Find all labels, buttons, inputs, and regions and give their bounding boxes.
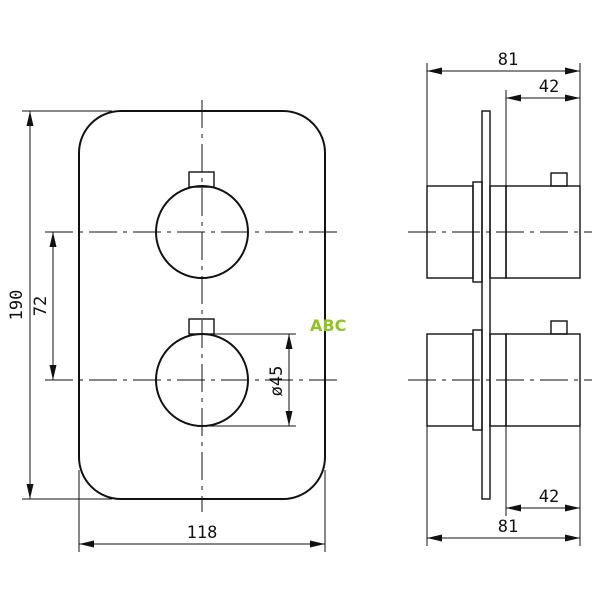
side-partial-dimension-top: 42 [505,77,580,186]
knob-spacing-label: 72 [31,296,51,316]
side-total-label-top: 81 [498,50,518,70]
side-plate [481,110,491,500]
height-dimension-label: 190 [7,290,27,321]
side-view: 81 42 42 81 [408,50,592,546]
knob-diameter-label: ø45 [267,366,287,397]
upper-cartridge [426,172,581,283]
knob-spacing-dimension: 72 [31,232,57,380]
lower-cartridge-indicator [550,320,568,335]
front-view: 190 72 ø45 118 [7,100,338,552]
upper-cartridge-indicator [550,172,568,187]
side-partial-label-top: 42 [539,77,559,97]
watermark-logo: ABC [310,316,346,335]
side-partial-label-bottom: 42 [539,487,559,507]
knob-diameter-dimension: ø45 [202,333,296,427]
side-total-label-bottom: 81 [498,517,518,537]
side-total-dimension-top: 81 [426,50,581,186]
width-dimension-label: 118 [187,523,218,543]
lower-cartridge [426,320,581,431]
width-dimension: 118 [78,470,326,552]
side-total-dimension-bottom: 81 [426,426,580,546]
side-partial-dimension-bottom: 42 [505,426,581,546]
height-dimension: 190 [7,110,112,500]
